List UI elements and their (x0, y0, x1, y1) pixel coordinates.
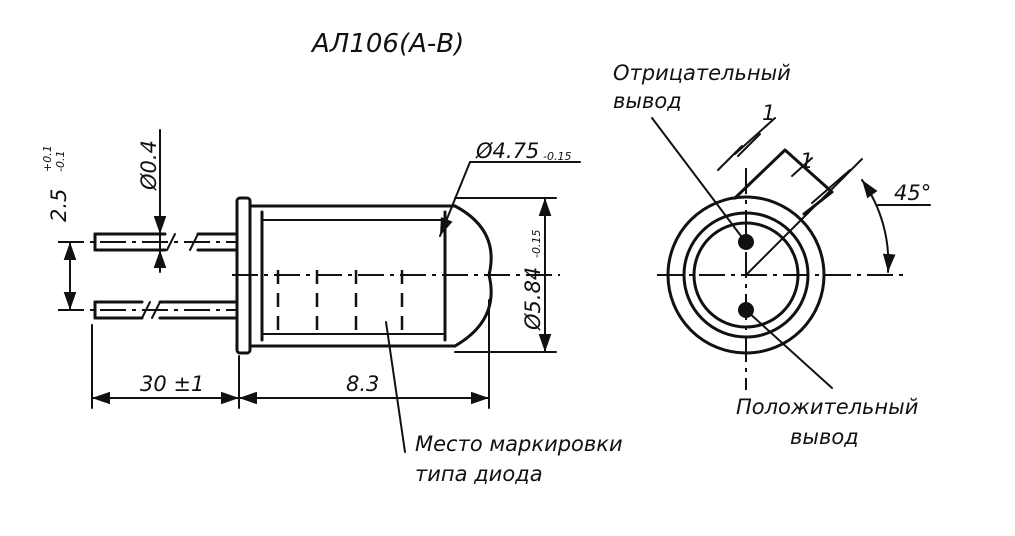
gap-label-2: 1 (800, 149, 813, 173)
angle-label: 45° (894, 181, 931, 205)
pin-spacing-tol-lower: -0.1 (54, 151, 67, 172)
lens-diameter-leader (439, 161, 581, 237)
gap-dim-line-1 (734, 117, 776, 155)
lens-ring (692, 221, 800, 329)
marking-label-line2: типа диода (415, 462, 543, 486)
marking-leader (385, 321, 406, 453)
pin-diameter-label: Ø0.4 (137, 140, 161, 191)
negative-lead-leader (651, 117, 745, 241)
body-diameter-tol: -0.15 (530, 230, 543, 258)
lens-dome (453, 204, 493, 348)
body-flange (235, 196, 252, 355)
gap-ext-3 (811, 169, 851, 204)
lead-length-label: 30 ±1 (140, 372, 204, 396)
pin-spacing-label: 2.5 (47, 189, 71, 222)
side-view: 2.5 +0.1 -0.1 Ø0.4 Ø4.75 -0.15 Ø5.84 -0.… (41, 129, 623, 486)
negative-lead-label-line1: Отрицательный (613, 61, 791, 85)
pin-spacing-tol-upper: +0.1 (41, 145, 54, 172)
flange-outer-ring (666, 195, 826, 355)
body-ring (682, 211, 810, 339)
gap-ext-2 (737, 133, 761, 157)
angle-arc (861, 179, 896, 273)
drawing-title: АЛ106(А-В) (310, 29, 464, 59)
lens-diameter-tol: -0.15 (543, 150, 571, 163)
lens-diameter-label: Ø4.75 (475, 139, 539, 163)
marking-label-line1: Место маркировки (415, 432, 623, 456)
positive-lead-label-line2: вывод (790, 425, 859, 449)
end-view: 1 1 45° Отрицательный вывод Положительны… (613, 61, 931, 449)
key-tab-axis (745, 158, 863, 276)
gap-label-1: 1 (762, 101, 775, 125)
positive-lead-leader (747, 311, 833, 389)
lead-upper (93, 232, 239, 252)
lead-lower (93, 300, 239, 320)
gap-dim-line-2 (791, 157, 813, 177)
negative-lead-label-line2: вывод (613, 89, 682, 113)
positive-lead-label-line1: Положительный (736, 395, 918, 419)
body-diameter-label: Ø5.84 (521, 267, 545, 331)
body-length-label: 8.3 (346, 372, 379, 396)
